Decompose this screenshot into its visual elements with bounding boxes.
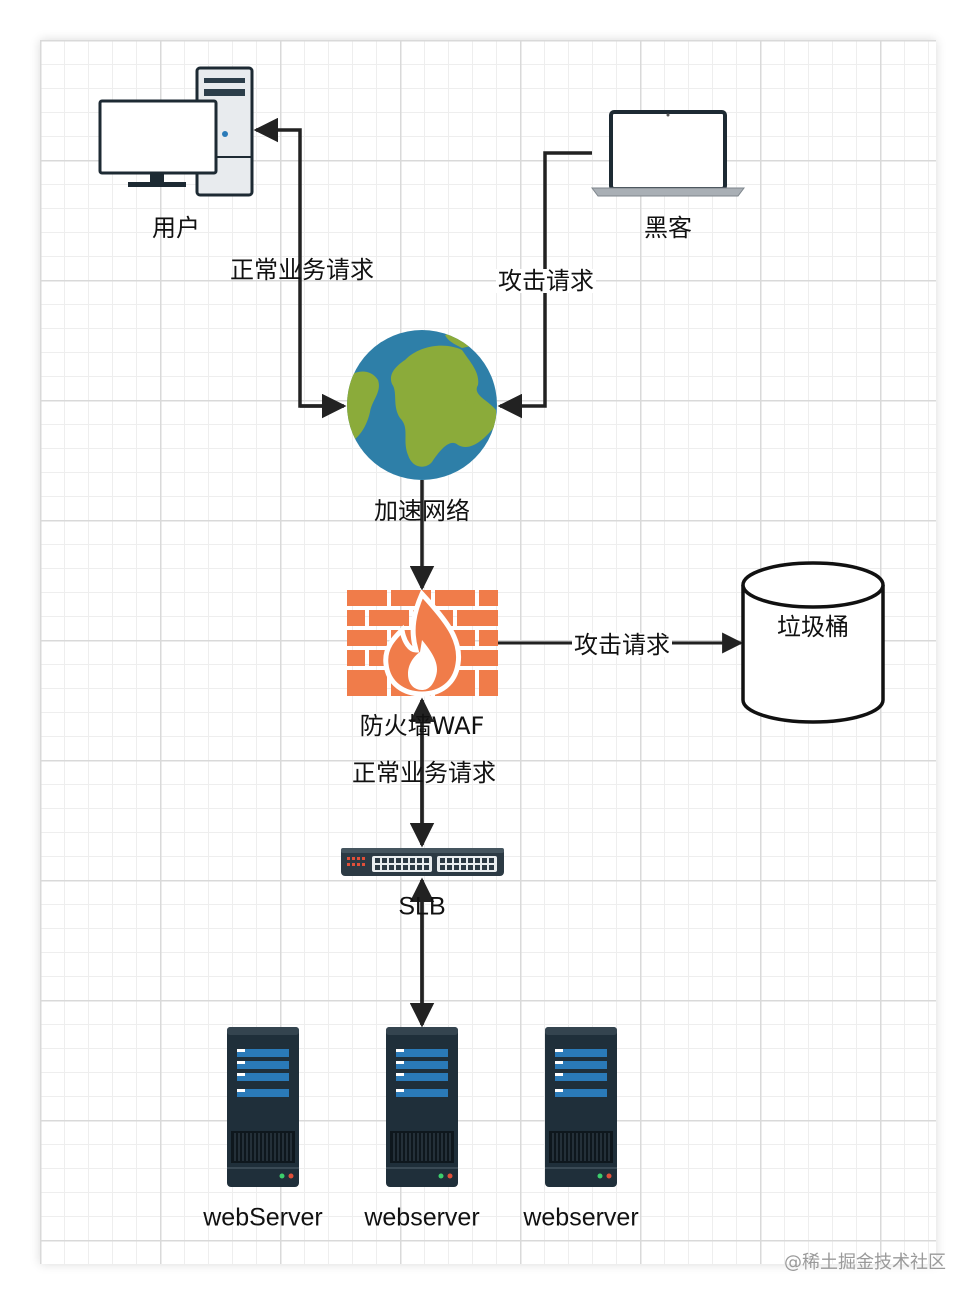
laptop-icon [591, 110, 745, 197]
slb-label: SLB [398, 892, 446, 921]
desktop-computer-icon [98, 66, 254, 197]
server-label-3: webserver [523, 1203, 639, 1232]
waf-label: 防火墙WAF [359, 712, 485, 740]
server-icon-1 [227, 1027, 299, 1187]
server-label-1: webServer [203, 1203, 323, 1232]
user-label: 用户 [152, 214, 200, 242]
server-icon-2 [385, 1026, 459, 1188]
watermark: @稀土掘金技术社区 [784, 1252, 946, 1273]
edge-label-hacker-attack: 攻击请求 [496, 267, 596, 295]
edge-label-waf-normal: 正常业务请求 [352, 759, 496, 787]
server-label-2: webserver [364, 1203, 480, 1232]
network-label: 加速网络 [374, 497, 470, 525]
server-icon-3 [544, 1026, 618, 1188]
edge-user-to-network [253, 117, 347, 419]
hacker-label: 黑客 [644, 214, 692, 242]
globe-icon [347, 330, 497, 480]
slb-switch-icon [341, 848, 504, 876]
edge-label-user-normal: 正常业务请求 [230, 256, 374, 284]
trash-label: 垃圾桶 [777, 613, 849, 641]
edge-label-waf-attack: 攻击请求 [572, 631, 672, 659]
trash-cylinder [741, 561, 885, 724]
firewall-icon [347, 589, 498, 697]
